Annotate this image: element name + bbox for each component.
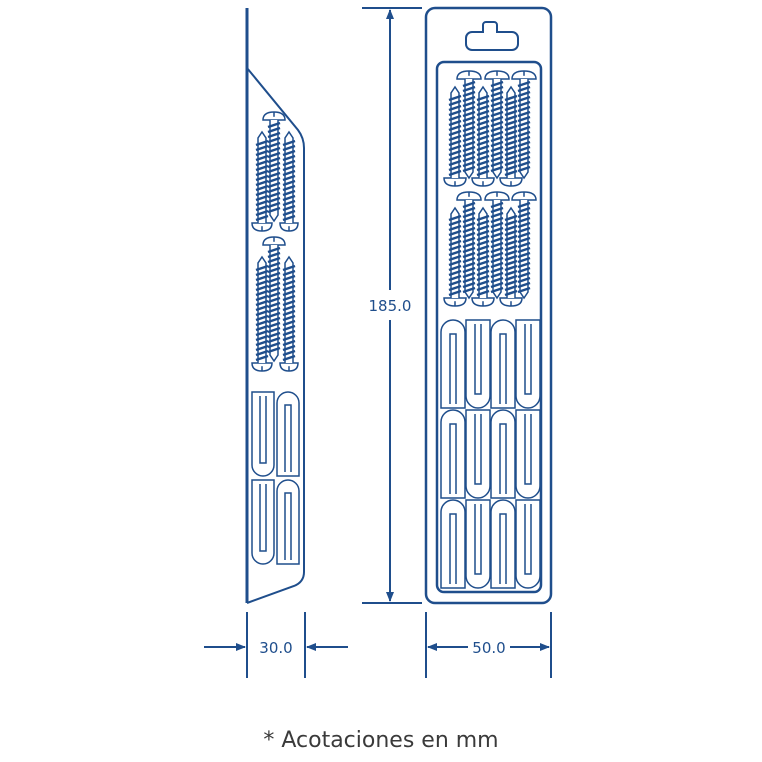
wall-plug-icon — [490, 319, 516, 409]
hang-hole-icon — [465, 21, 519, 51]
wall-plug-icon — [440, 319, 466, 409]
dimension-width — [425, 612, 552, 678]
screw-icon — [471, 85, 495, 187]
depth-label: 30.0 — [259, 639, 292, 657]
wall-plug-icon — [465, 409, 491, 499]
screw-icon — [251, 130, 273, 232]
width-label: 50.0 — [472, 639, 505, 657]
height-label: 185.0 — [369, 297, 412, 315]
side-view — [245, 8, 305, 604]
side-blister-profile — [246, 67, 305, 604]
screw-icon — [262, 236, 286, 363]
screw-icon — [484, 70, 510, 180]
screw-icon — [262, 111, 286, 223]
wall-plug-icon — [276, 479, 300, 565]
dimension-depth — [204, 612, 348, 678]
wall-plug-icon — [465, 319, 491, 409]
wall-plug-icon — [251, 391, 275, 477]
screw-icon — [499, 85, 523, 187]
wall-plug-icon — [515, 409, 541, 499]
screw-icon — [251, 255, 273, 372]
screw-icon — [443, 206, 467, 307]
card-outline — [424, 6, 553, 605]
wall-plug-icon — [515, 319, 541, 409]
wall-plug-icon — [440, 409, 466, 499]
screw-icon — [443, 85, 467, 187]
wall-plug-icon — [490, 409, 516, 499]
screw-icon — [511, 191, 537, 300]
screw-icon — [456, 191, 482, 300]
wall-plug-icon — [490, 499, 516, 589]
front-view — [424, 6, 553, 605]
units-note: * Acotaciones en mm — [263, 728, 499, 753]
screw-icon — [471, 206, 495, 307]
wall-plug-icon — [276, 391, 300, 477]
wall-plug-icon — [465, 499, 491, 589]
screw-icon — [484, 191, 510, 300]
screw-icon — [456, 70, 482, 180]
wall-plug-icon — [515, 499, 541, 589]
screw-icon — [499, 206, 523, 307]
screw-icon — [511, 70, 537, 180]
blister-window — [435, 60, 543, 594]
screw-icon — [279, 255, 299, 372]
dimension-height — [362, 7, 422, 604]
screw-icon — [279, 130, 299, 232]
wall-plug-icon — [251, 479, 275, 565]
wall-plug-icon — [440, 499, 466, 589]
